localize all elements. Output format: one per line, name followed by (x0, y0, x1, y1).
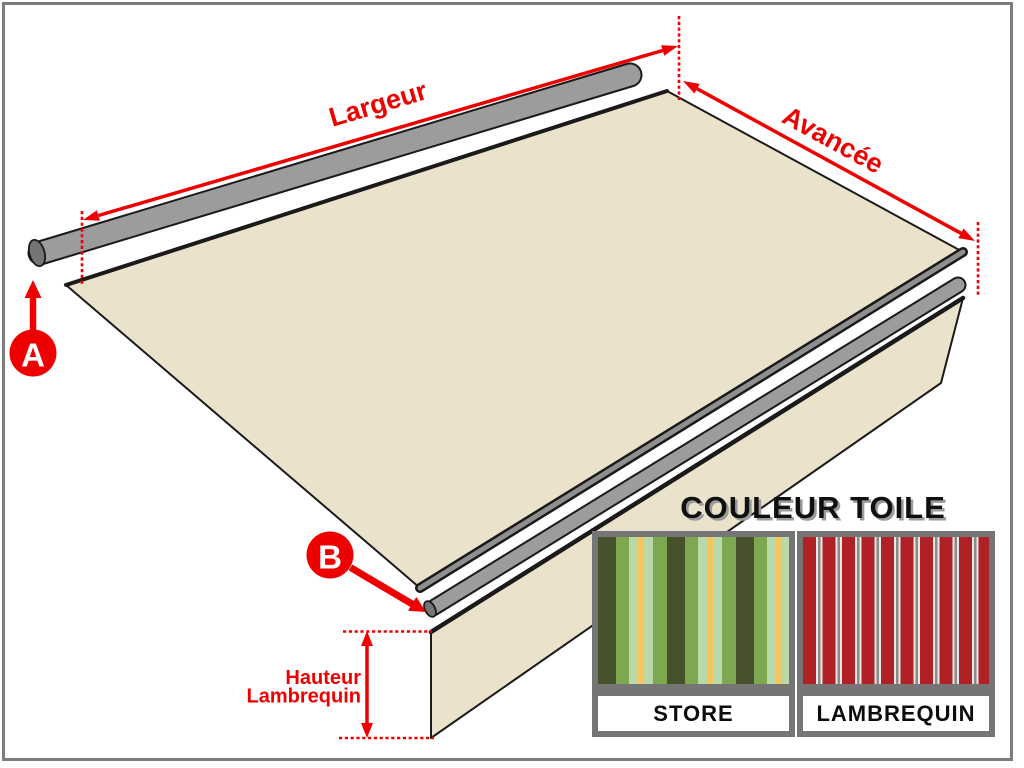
marker-b-circle (306, 531, 354, 579)
store-label-box: STORE (592, 690, 795, 737)
front-bar-body (426, 278, 965, 615)
lambrequin-label-box: LAMBREQUIN (797, 690, 995, 737)
avancee-arrowhead-left (683, 81, 700, 94)
marker-a-arrowhead (24, 280, 42, 298)
canvas-back-edge (64, 89, 669, 287)
couleur-toile-title: COULEUR TOILE (680, 490, 946, 525)
marker-a-circle (9, 329, 57, 377)
hauteur-label-line2: Lambrequin (247, 686, 361, 708)
lambrequin-panel (428, 295, 966, 739)
largeur-arrowhead-left (83, 210, 100, 221)
lambrequin-swatch (797, 531, 995, 690)
store-swatch (592, 531, 795, 690)
marker-b-arrowhead (408, 596, 426, 612)
front-bar (423, 276, 967, 618)
lambrequin-top-edge (428, 295, 966, 635)
roller-tube-end-cap (27, 238, 47, 268)
front-bar-end-cap (423, 600, 437, 618)
hauteur-arrowhead-top (361, 631, 373, 646)
avancee-dimension-line (696, 87, 962, 235)
image-border (2, 2, 1013, 761)
awning-canvas (64, 89, 968, 593)
marker-a-letter: A (21, 337, 45, 374)
hauteur-arrowhead-bottom (361, 723, 373, 738)
roller-tube-body (29, 64, 641, 264)
store-label: STORE (653, 700, 734, 726)
store-fabric-green-striped (598, 537, 789, 684)
avancee-arrowhead-right (958, 228, 975, 241)
canvas-front-hem (417, 249, 966, 591)
hauteur-label-line1: Hauteur (285, 667, 361, 689)
marker-b-arrow-shaft (348, 564, 415, 608)
lambrequin-label: LAMBREQUIN (816, 700, 976, 726)
marker-a: A (9, 280, 57, 377)
marker-b: B (306, 531, 426, 612)
roller-tube (27, 62, 643, 268)
marker-b-letter: B (318, 539, 342, 576)
hauteur-lambrequin-dimension: Hauteur Lambrequin (247, 630, 434, 740)
largeur-arrowhead-right (661, 45, 678, 56)
lambrequin-fabric-red-striped (803, 537, 989, 684)
largeur-dimension-line (97, 48, 664, 218)
